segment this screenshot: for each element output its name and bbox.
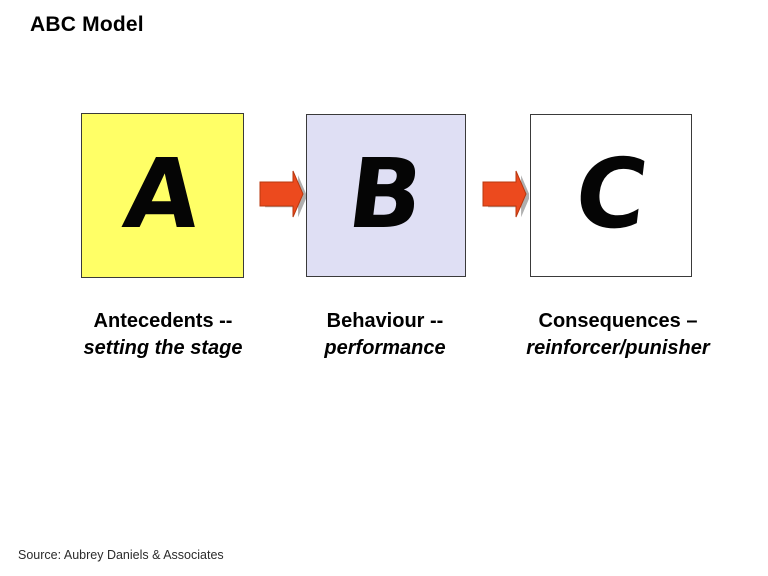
stage-caption-c-sub: reinforcer/punisher [526, 336, 710, 359]
page-title: ABC Model [30, 13, 144, 36]
stage-letter-a: A [118, 137, 207, 250]
source-attribution: Source: Aubrey Daniels & Associates [18, 548, 224, 562]
stage-caption-b-main: Behaviour -- [326, 310, 444, 332]
stage-caption-c-main: Consequences – [538, 310, 698, 332]
stage-caption-a-main: Antecedents -- [93, 310, 233, 332]
stage-box-b: B [306, 114, 466, 277]
stage-caption-a-sub: setting the stage [83, 336, 243, 359]
stage-caption-a: Antecedents -- setting the stage [47, 308, 279, 362]
right-block-arrow-icon [258, 168, 306, 220]
right-block-arrow-icon [481, 168, 529, 220]
stage-box-c: C [530, 114, 692, 277]
stage-caption-b: Behaviour -- performance [288, 308, 482, 362]
stage-letter-c: C [568, 137, 654, 250]
stage-caption-b-sub: performance [324, 336, 446, 359]
stage-box-a: A [81, 113, 244, 278]
stage-caption-c: Consequences – reinforcer/punisher [482, 308, 754, 362]
stage-letter-b: B [342, 137, 430, 250]
